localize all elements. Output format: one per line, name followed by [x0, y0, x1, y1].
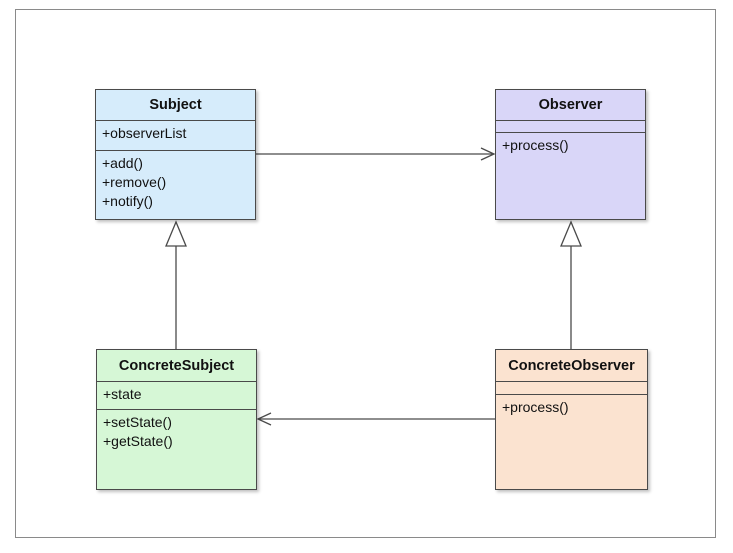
class-attributes — [496, 121, 645, 133]
attribute-state: +state — [103, 386, 142, 402]
class-operations: +process() — [496, 395, 647, 420]
class-operations: +setState() +getState() — [97, 410, 256, 454]
class-concrete-subject[interactable]: ConcreteSubject +state +setState() +getS… — [96, 349, 257, 490]
class-attributes: +state — [97, 382, 256, 410]
class-concrete-observer[interactable]: ConcreteObserver +process() — [495, 349, 648, 490]
class-attributes: +observerList — [96, 121, 255, 151]
operation-remove: +remove() — [102, 174, 167, 190]
operation-process: +process() — [502, 137, 569, 153]
class-title: Subject — [96, 90, 255, 121]
attribute-observer-list: +observerList — [102, 125, 187, 141]
operation-process: +process() — [502, 399, 569, 415]
operation-add: +add() — [102, 155, 143, 171]
class-title: Observer — [496, 90, 645, 121]
class-operations: +add() +remove() +notify() — [96, 151, 255, 214]
operation-get-state: +getState() — [103, 433, 173, 449]
class-attributes — [496, 382, 647, 395]
class-observer[interactable]: Observer +process() — [495, 89, 646, 220]
class-operations: +process() — [496, 133, 645, 158]
class-title: ConcreteSubject — [97, 350, 256, 382]
class-subject[interactable]: Subject +observerList +add() +remove() +… — [95, 89, 256, 220]
class-title: ConcreteObserver — [496, 350, 647, 382]
operation-set-state: +setState() — [103, 414, 172, 430]
operation-notify: +notify() — [102, 193, 153, 209]
